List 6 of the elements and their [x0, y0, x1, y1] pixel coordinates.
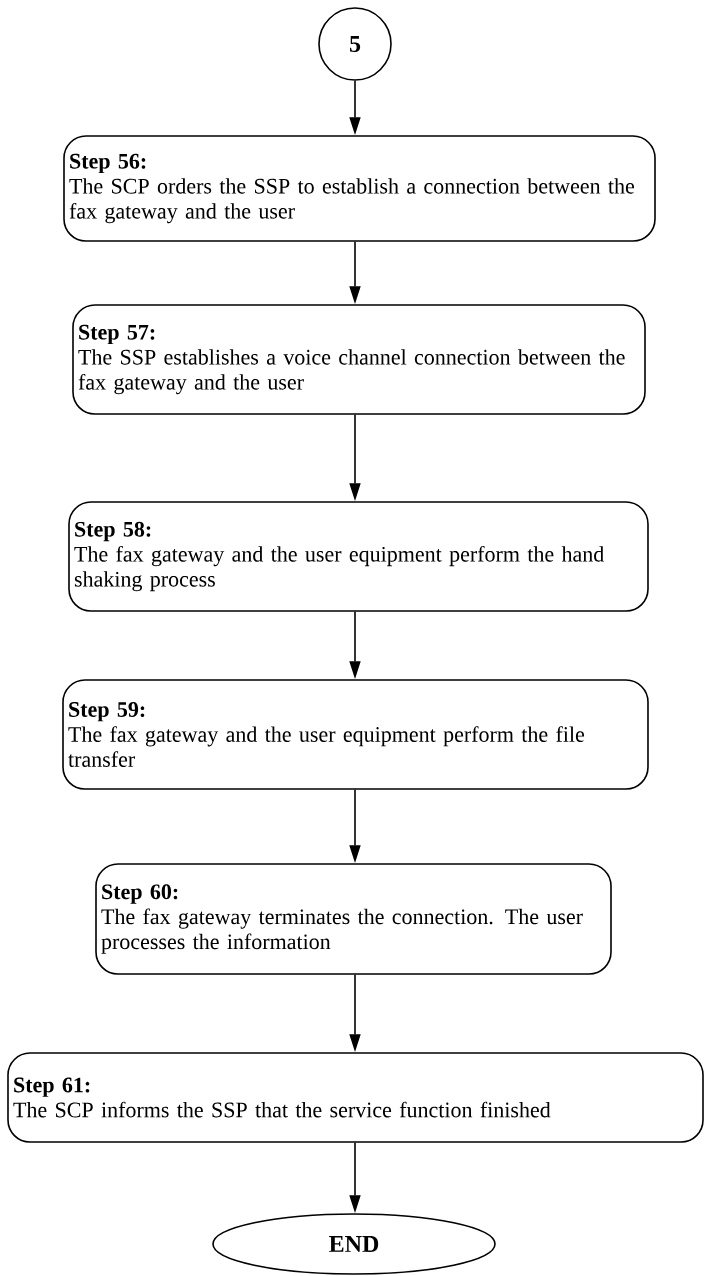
process-box: Step 59: The fax gateway and the user equipment perform the file transfer: [62, 679, 649, 790]
process-box: Step 57: The SSP establishes a voice channel connection between the fax gateway and the user: [72, 304, 646, 415]
process-box: Step 60: The fax gateway terminates the connection. The user processes the information: [95, 863, 612, 975]
process-box: Step 61: The SCP informs the SSP that the service function finished: [7, 1052, 704, 1143]
process-box: Step 56: The SCP orders the SSP to establish a connection between the fax gateway and the user: [63, 135, 656, 242]
process-box: Step 58: The fax gateway and the user equipment perform the hand shaking process: [68, 501, 649, 612]
